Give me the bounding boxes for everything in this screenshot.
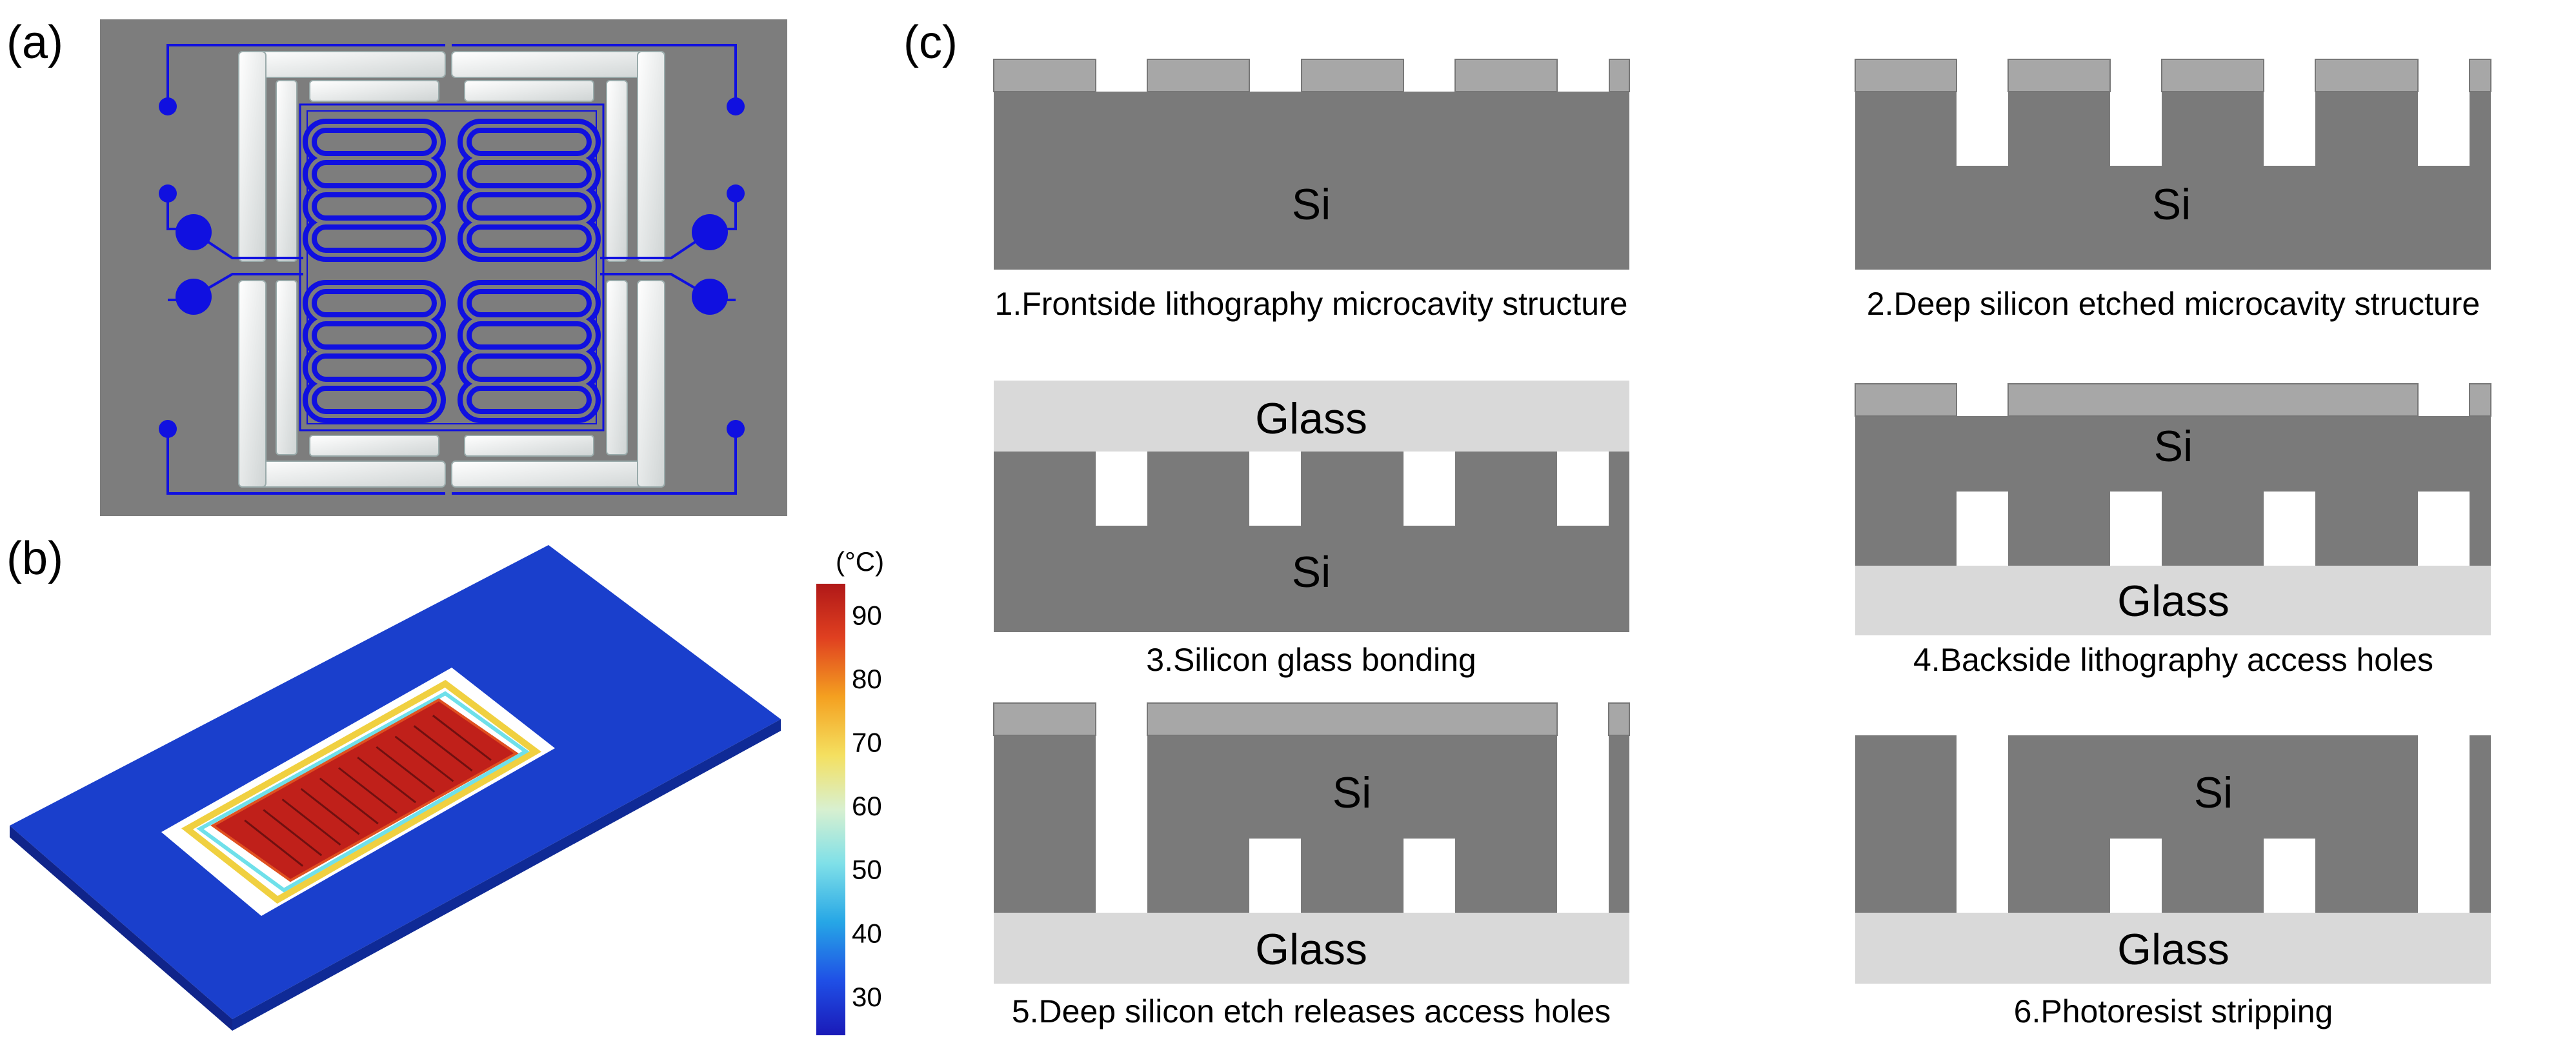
silicon-label: Si: [2194, 768, 2233, 817]
glass-label: Glass: [2117, 925, 2229, 974]
panel-label-a: (a): [6, 17, 63, 68]
glass-label: Glass: [1255, 394, 1367, 443]
access-holes: [1957, 735, 2470, 913]
chip-layout: [100, 19, 787, 516]
membrane-line: [394, 735, 454, 782]
substrate-side-left: [10, 826, 232, 1031]
colorbar-gradient: [816, 584, 845, 1035]
serpentine-heaters: [303, 119, 601, 423]
heater-coil-gap: [308, 285, 441, 418]
colorbar-tick-label: 90: [852, 600, 882, 630]
step-3-caption: 3.Silicon glass bonding: [1146, 642, 1476, 678]
silicon-layer: [994, 735, 1629, 913]
step-5: Si Glass 5.Deep silicon etch releases ac…: [993, 702, 1630, 1029]
heated-membrane: [210, 698, 519, 882]
cavities: [1957, 492, 2470, 566]
photoresist: [993, 59, 1630, 92]
silicon-layer: [994, 92, 1629, 270]
photoresist: [1855, 383, 2491, 417]
membrane-line: [300, 788, 360, 835]
access-holes: [1096, 703, 1609, 913]
silicon-label: Si: [1292, 548, 1331, 597]
sealed-cavities: [1096, 452, 1609, 526]
colorbar: (°C) 90 80 70 60 50 40 30: [816, 546, 884, 1035]
silicon-label: Si: [1292, 180, 1331, 229]
photoresist: [1855, 59, 2491, 92]
step-1: Si 1.Frontside lithography microcavity s…: [993, 59, 1630, 322]
pad: [159, 97, 177, 115]
silicon-label: Si: [2154, 422, 2193, 471]
silicon-label: Si: [1333, 768, 1371, 817]
colorbar-tick-label: 30: [852, 982, 882, 1012]
glass-label: Glass: [2117, 577, 2229, 626]
contact-pads: [159, 97, 745, 438]
pad-large: [176, 214, 212, 250]
pad-large: [692, 214, 728, 250]
heater-coil-gap: [308, 124, 441, 257]
membrane-line: [338, 767, 397, 814]
frame-mid: [196, 691, 530, 893]
glass-layer: [1855, 913, 2491, 984]
thermal-simulation: [10, 545, 781, 1031]
membrane-line: [376, 746, 436, 793]
pad: [727, 420, 745, 438]
step-2: Si 2.Deep silicon etched microcavity str…: [1855, 59, 2491, 322]
membrane-line: [413, 725, 473, 772]
panel-label-c: (c): [903, 17, 958, 68]
glass-layer: [994, 381, 1629, 452]
membrane-line: [357, 757, 417, 804]
colorbar-ticks: 90 80 70 60 50 40 30: [852, 600, 882, 1012]
step-6: Si Glass 6.Photoresist stripping: [1855, 735, 2491, 1029]
colorbar-tick-label: 60: [852, 791, 882, 821]
pad: [727, 97, 745, 115]
chip-background: [100, 19, 787, 516]
heater-coil-gap: [463, 285, 596, 418]
heater-coil-gap: [463, 124, 596, 257]
membrane-line: [244, 819, 304, 867]
glass-layer: [994, 913, 1629, 984]
step-3: Glass Si 3.Silicon glass bonding: [994, 381, 1629, 678]
colorbar-unit: (°C): [836, 546, 884, 577]
step-1-caption: 1.Frontside lithography microcavity stru…: [995, 286, 1628, 322]
glass-label: Glass: [1255, 925, 1367, 974]
membrane-lines: [244, 715, 492, 867]
step-4-caption: 4.Backside lithography access holes: [1913, 642, 2433, 678]
membrane-line: [263, 809, 323, 857]
frame: [238, 51, 665, 488]
pad: [159, 420, 177, 438]
step-2-caption: 2.Deep silicon etched microcavity struct…: [1867, 286, 2480, 322]
photoresist: [993, 702, 1630, 736]
silicon-layer: [994, 452, 1629, 632]
step-5-caption: 5.Deep silicon etch releases access hole…: [1012, 993, 1611, 1029]
membrane-line: [432, 715, 492, 761]
silicon-layer: [1855, 735, 2491, 913]
pad: [727, 184, 745, 203]
silicon-label: Si: [2152, 180, 2191, 229]
pad-large: [692, 279, 728, 315]
glass-layer: [1855, 566, 2491, 635]
frame-warm: [181, 680, 542, 904]
step-4: Si Glass 4.Backside lithography access h…: [1855, 383, 2491, 678]
substrate-side-front: [232, 719, 781, 1031]
colorbar-tick-label: 50: [852, 855, 882, 885]
pad-large: [176, 279, 212, 315]
microcavities: [1957, 92, 2470, 166]
colorbar-tick-label: 70: [852, 727, 882, 757]
step-6-caption: 6.Photoresist stripping: [2014, 993, 2333, 1029]
membrane-line: [281, 799, 341, 846]
panel-label-b: (b): [6, 533, 63, 584]
colorbar-tick-label: 40: [852, 918, 882, 948]
pad: [159, 184, 177, 203]
colorbar-tick-label: 80: [852, 664, 882, 694]
process-steps: Si 1.Frontside lithography microcavity s…: [993, 59, 2491, 1029]
membrane-line: [319, 777, 379, 825]
